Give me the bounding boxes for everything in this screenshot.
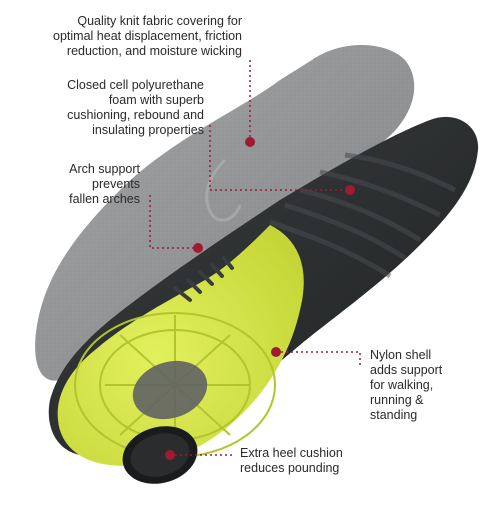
callout-nylon: Nylon shell adds support for walking, ru… [370,348,443,422]
callout-heel: Extra heel cushion reduces pounding [240,446,343,475]
callout-dots [165,137,355,460]
callout-foam: Closed cell polyurethane foam with super… [67,78,204,137]
callout-lines [149,57,361,456]
dot-nylon [271,347,281,357]
dot-foam [345,185,355,195]
callout-arch: Arch support prevents fallen arches [69,162,140,206]
nylon-shell [57,225,304,466]
dot-fabric [245,137,255,147]
connector-arch [149,195,198,249]
callout-fabric: Quality knit fabric covering for optimal… [53,14,242,58]
dot-arch [193,243,203,253]
fabric-layer [35,45,415,381]
heel-cushion [122,426,198,484]
connector-foam [209,125,350,191]
dot-heel [165,450,175,460]
